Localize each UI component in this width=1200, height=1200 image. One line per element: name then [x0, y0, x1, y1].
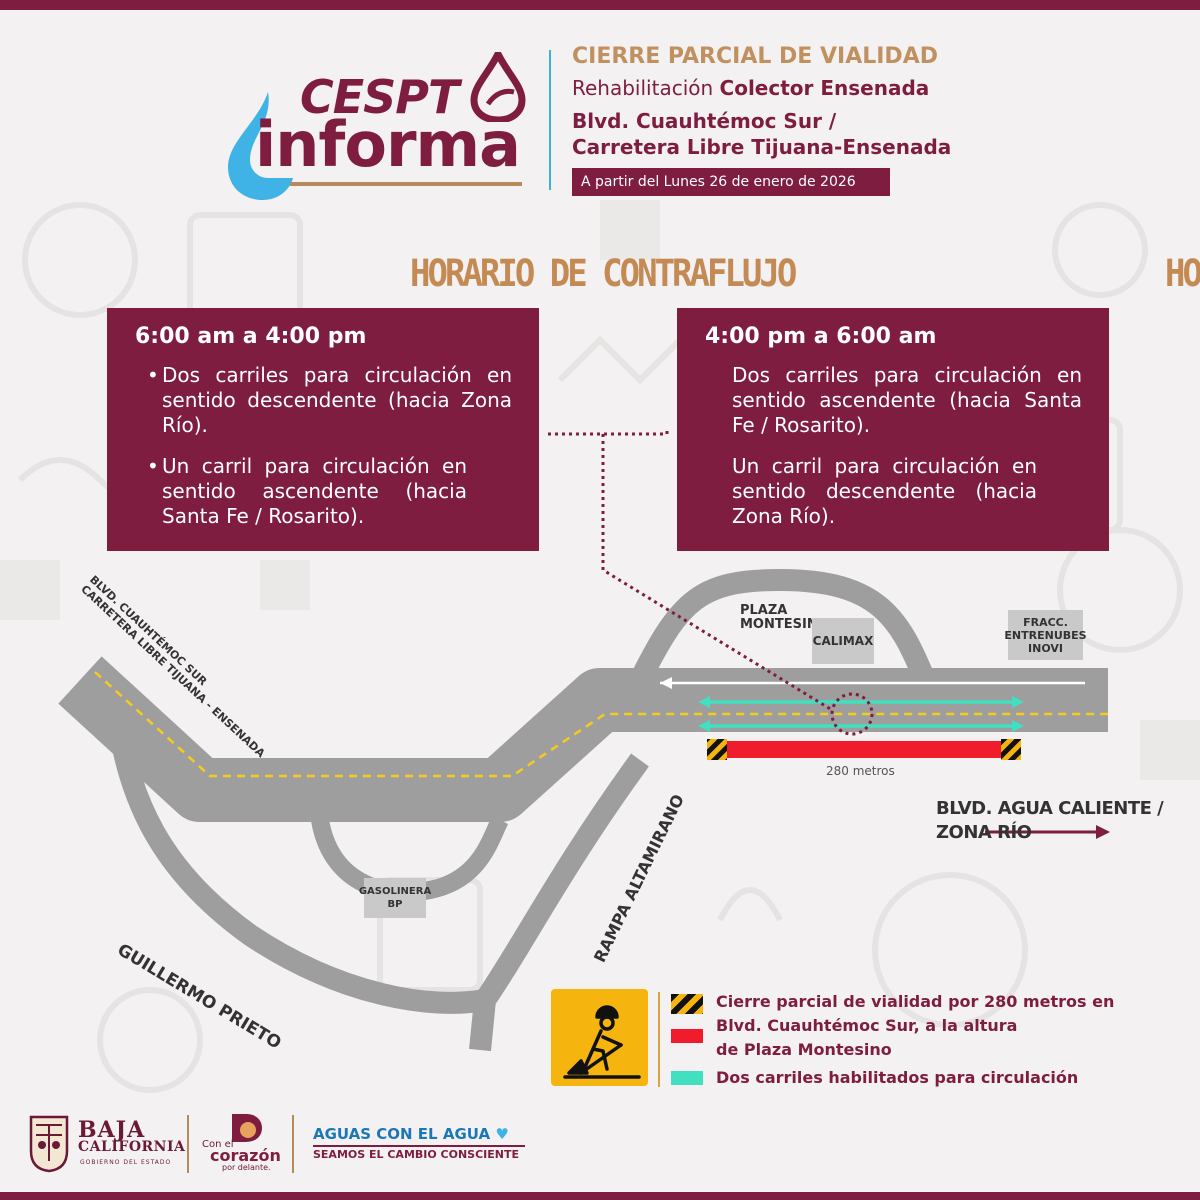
bottom-border	[0, 1192, 1200, 1200]
baja-california-logo-line3: GOBIERNO DEL ESTADO	[80, 1159, 172, 1166]
bullet-glyph: •	[147, 363, 159, 387]
schedule-time-morning: 6:00 am a 4:00 pm	[135, 324, 367, 349]
subtitle-bold: Colector Ensenada	[719, 76, 930, 100]
footer-divider	[292, 1115, 294, 1173]
logo-cespt-text: CESPT	[300, 70, 459, 124]
legend-barrier-swatch	[671, 994, 703, 1014]
heart-drop-icon: ♥	[495, 1125, 509, 1143]
schedule-box-morning: 6:00 am a 4:00 pm • Dos carriles para ci…	[107, 308, 539, 551]
water-drop-icon	[228, 92, 293, 200]
callout-circle	[830, 692, 874, 736]
slogan-pordelante: por delante.	[222, 1163, 271, 1172]
destination-arrowhead	[1096, 825, 1110, 839]
closure-title: CIERRE PARCIAL DE VIALIDAD	[572, 44, 938, 69]
campaign-underline	[313, 1145, 525, 1147]
dest-line-1: BLVD. AGUA CALIENTE /	[936, 798, 1164, 819]
state-crest-icon	[29, 1115, 69, 1173]
closure-barrier-left	[707, 739, 727, 760]
gas-line-2: BP	[387, 899, 403, 910]
schedule-item: • Un carril para circulación en sentido …	[147, 454, 467, 529]
road-gas-loop	[311, 815, 509, 902]
schedule-item-text: Dos carriles para circulación en sentido…	[162, 363, 512, 437]
legend-closure-line-2: Blvd. Cuauhtémoc Sur, a la altura	[716, 1016, 1018, 1035]
lane-divider	[94, 671, 1108, 778]
road-loop-top	[630, 569, 936, 685]
schedule-item-text: Un carril para circulación en sentido as…	[162, 454, 467, 528]
road-left-branch	[107, 718, 487, 1014]
plaza-line-2: MONTESINO	[740, 617, 829, 632]
subtitle-prefix: Rehabilitación	[572, 76, 714, 100]
schedule-item-text: Un carril para circulación en sentido de…	[732, 454, 1037, 528]
logo-informa-text: informa	[255, 108, 521, 181]
slogan-corazon: corazón	[210, 1146, 281, 1165]
schedule-item: • Dos carriles para circulación en senti…	[147, 363, 512, 438]
bullet-glyph: •	[147, 454, 159, 478]
location-line-1: Blvd. Cuauhtémoc Sur /	[572, 109, 837, 133]
fracc-marker: FRACC. ENTRENUBES INOVI	[1004, 610, 1087, 660]
construction-worker-icon	[551, 989, 648, 1086]
closure-distance: 280 metros	[826, 764, 895, 778]
baja-california-logo-line2: CALIFORNIA	[78, 1139, 186, 1155]
schedule-title: HORARIO DE CONTRAFLUJO	[410, 252, 797, 296]
road-down-branch	[469, 753, 649, 1052]
legend-lanes-swatch	[671, 1071, 703, 1085]
fracc-line-1: FRACC.	[1023, 615, 1068, 629]
road-cuauhtemoc-main	[58, 656, 1108, 822]
gas-line-1: GASOLINERA	[358, 886, 432, 897]
campaign-slogan: SEAMOS EL CAMBIO CONSCIENTE	[313, 1148, 519, 1161]
leaf-drop-icon	[470, 52, 526, 122]
footer-divider	[187, 1115, 189, 1173]
legend-closure-line-3: de Plaza Montesino	[716, 1040, 892, 1059]
schedule-time-evening: 4:00 pm a 6:00 am	[705, 324, 937, 349]
fracc-line-2: ENTRENUBES	[1004, 628, 1087, 642]
schedule-title-cut: HO	[1165, 252, 1200, 296]
campaign-title: AGUAS CON EL AGUA ♥	[313, 1125, 509, 1143]
dest-line-2: ZONA RÍO	[936, 822, 1032, 843]
fracc-line-3: INOVI	[1028, 641, 1063, 655]
project-subtitle: Rehabilitación Colector Ensenada	[572, 76, 929, 100]
gas-station-marker: GASOLINERA BP	[359, 878, 431, 918]
slogan-conel: Con el	[202, 1139, 234, 1150]
schedule-box-evening: 4:00 pm a 6:00 am Dos carriles para circ…	[677, 308, 1109, 551]
closure-barrier-right	[1001, 739, 1021, 760]
closure-segment	[727, 741, 1001, 758]
top-border	[0, 0, 1200, 10]
heart-logo-icon	[232, 1114, 262, 1142]
legend-divider	[658, 992, 660, 1087]
logo-underline	[290, 182, 522, 186]
campaign-title-text: AGUAS CON EL AGUA	[313, 1125, 491, 1143]
callout-connector	[548, 430, 833, 712]
location-line-2: Carretera Libre Tijuana-Ensenada	[572, 135, 952, 159]
legend-closure-swatch	[671, 1029, 703, 1043]
legend-closure-line-1: Cierre parcial de vialidad por 280 metro…	[716, 992, 1115, 1011]
direction-arrowhead-left	[660, 677, 672, 689]
plaza-line-1: PLAZA	[740, 603, 788, 618]
legend-lanes-text: Dos carriles habilitados para circulació…	[716, 1068, 1079, 1087]
schedule-item-text: Dos carriles para circulación en sentido…	[732, 363, 1082, 437]
baja-california-logo-line1: BAJA	[78, 1117, 146, 1143]
legend-closure-text: Cierre parcial de vialidad por 280 metro…	[716, 990, 1114, 1062]
destination-label: BLVD. AGUA CALIENTE / ZONA RÍO	[936, 797, 1164, 845]
project-location: Blvd. Cuauhtémoc Sur / Carretera Libre T…	[572, 108, 951, 160]
header-divider	[549, 50, 551, 190]
calimax-marker: CALIMAX	[812, 618, 874, 664]
enabled-lanes	[702, 700, 1020, 728]
start-date-badge: A partir del Lunes 26 de enero de 2026	[572, 168, 890, 196]
plaza-montesino-label: PLAZA MONTESINO	[740, 604, 829, 632]
